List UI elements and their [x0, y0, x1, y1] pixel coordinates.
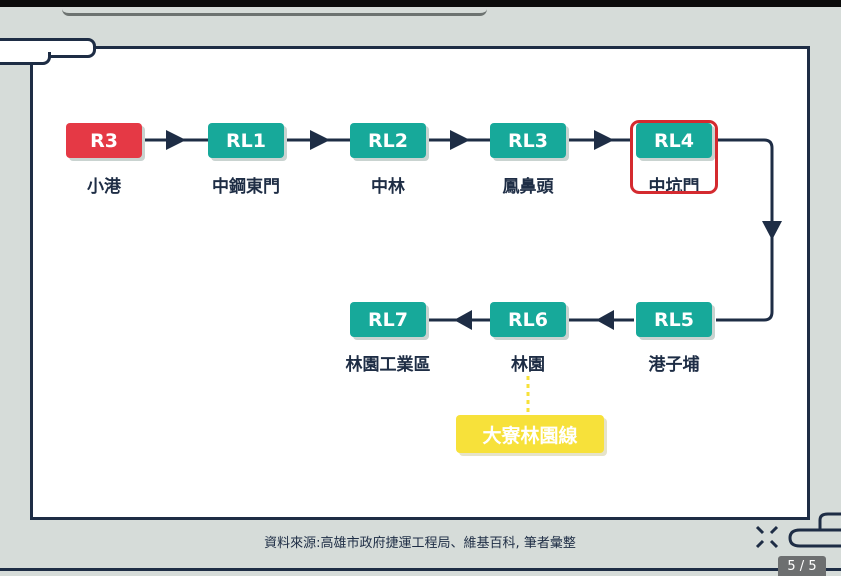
page-counter: 5 / 5 [778, 556, 826, 576]
station-rl6: RL6 [490, 302, 566, 337]
station-name: 林園 [511, 355, 545, 375]
decorative-line [62, 9, 487, 16]
arrow-icon [450, 130, 470, 150]
divider [0, 568, 841, 571]
caption: 資料來源:高雄市政府捷運工程局、維基百科, 筆者彙整 [264, 536, 576, 551]
top-bar [0, 0, 841, 7]
arrow-icon [594, 130, 614, 150]
arrow-icon [310, 130, 330, 150]
station-rl3: RL3 [490, 123, 566, 158]
arrow-icon [596, 310, 614, 330]
station-name: 港子埔 [648, 355, 700, 375]
decorative-tab [0, 52, 51, 65]
arrow-icon [762, 221, 782, 240]
highlight-box [630, 120, 718, 194]
station-rl5: RL5 [636, 302, 712, 337]
station-rl2: RL2 [350, 123, 426, 158]
station-name: 中鋼東門 [212, 177, 280, 197]
station-r3: R3 [66, 123, 142, 158]
expand-icon [755, 512, 841, 549]
branch-line-label: 大寮林園線 [456, 415, 604, 453]
arrow-icon [454, 310, 472, 330]
station-name: 中林 [371, 177, 405, 197]
station-name: 林園工業區 [345, 355, 431, 375]
station-name: 小港 [87, 177, 121, 197]
arrow-icon [166, 130, 186, 150]
station-name: 鳳鼻頭 [502, 177, 554, 197]
station-rl4: RL4 [636, 123, 712, 158]
station-rl7: RL7 [350, 302, 426, 337]
station-rl1: RL1 [208, 123, 284, 158]
